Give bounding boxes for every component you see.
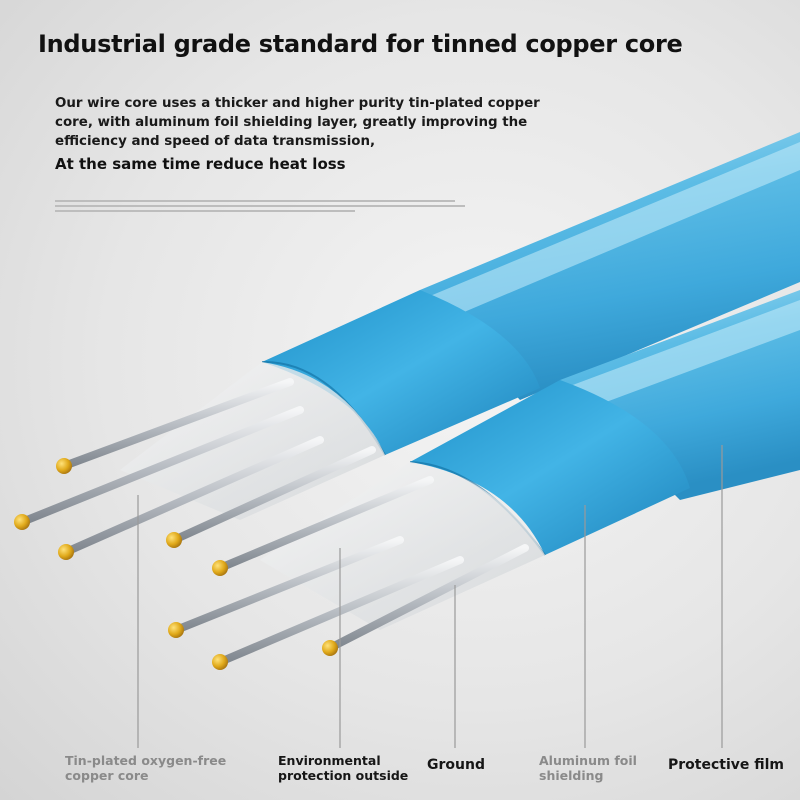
label-copper-core: Tin-plated oxygen-free copper core	[65, 753, 227, 783]
cable-upper-wire-4	[170, 446, 376, 544]
cable-lower-wire-4	[326, 544, 529, 652]
cable-lower	[168, 290, 800, 670]
label-protective-film: Protective film	[668, 757, 785, 773]
cable-upper-tip-2	[14, 514, 30, 530]
page-title: Industrial grade standard for tinned cop…	[38, 30, 683, 58]
cable-lower-highlight	[570, 300, 800, 408]
cable-lower-tip-4	[322, 640, 338, 656]
decorative-fine-print	[55, 199, 475, 219]
label-ground: Ground	[427, 757, 485, 773]
cable-lower-tip-2	[168, 622, 184, 638]
cable-upper-highlight	[430, 142, 800, 318]
cable-lower-wire-1	[216, 476, 434, 572]
cable-upper-tip-4	[166, 532, 182, 548]
cable-upper-foil	[262, 290, 540, 455]
label-environmental: Environmental protection outside	[278, 753, 409, 783]
cable-lower-wire-2	[172, 536, 404, 634]
cable-upper-tip-3	[58, 544, 74, 560]
cable-upper	[14, 132, 800, 560]
cable-lower-tip-1	[212, 560, 228, 576]
fine-print-lines	[55, 200, 465, 212]
cable-upper-tip-1	[56, 458, 72, 474]
cable-lower-tip-3	[212, 654, 228, 670]
description-text: Our wire core uses a thicker and higher …	[55, 96, 540, 149]
cable-upper-insulation	[120, 362, 385, 520]
cable-upper-wire-3	[62, 436, 324, 556]
subline-text: At the same time reduce heat loss	[55, 155, 346, 173]
cable-upper-wire-1	[60, 378, 294, 470]
callout-lines	[137, 445, 723, 748]
cable-lower-foil	[410, 380, 690, 555]
label-aluminum-foil: Aluminum foil shielding	[539, 753, 637, 783]
cable-upper-wire-2	[18, 406, 304, 526]
cable-lower-insulation	[260, 462, 545, 630]
